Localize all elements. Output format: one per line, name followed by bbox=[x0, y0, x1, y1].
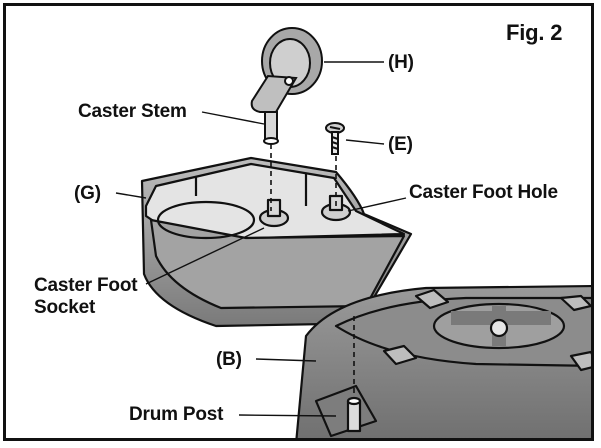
caster-foot-drawing bbox=[140, 156, 413, 328]
label-b: (B) bbox=[216, 349, 242, 370]
screw-drawing bbox=[325, 122, 345, 155]
label-e: (E) bbox=[388, 134, 413, 155]
diagram-drawing bbox=[115, 27, 591, 438]
label-h: (H) bbox=[388, 52, 414, 73]
label-caster-stem: Caster Stem bbox=[78, 101, 187, 122]
figure-label: Fig. 2 bbox=[506, 20, 563, 45]
drum-drawing bbox=[295, 284, 591, 438]
alignment-lines bbox=[270, 144, 355, 398]
caster-wheel-drawing bbox=[250, 27, 323, 145]
label-caster-foot-hole: Caster Foot Hole bbox=[409, 182, 558, 203]
diagram-frame: Fig. 2 (H) Caster Stem (E) (G) Caster Fo… bbox=[3, 3, 594, 441]
label-caster-foot-socket-line2: Socket bbox=[34, 297, 96, 318]
label-g: (G) bbox=[74, 183, 101, 204]
label-caster-foot-socket-line1: Caster Foot bbox=[34, 275, 138, 296]
label-drum-post: Drum Post bbox=[129, 404, 224, 425]
leader-lines bbox=[115, 61, 407, 417]
